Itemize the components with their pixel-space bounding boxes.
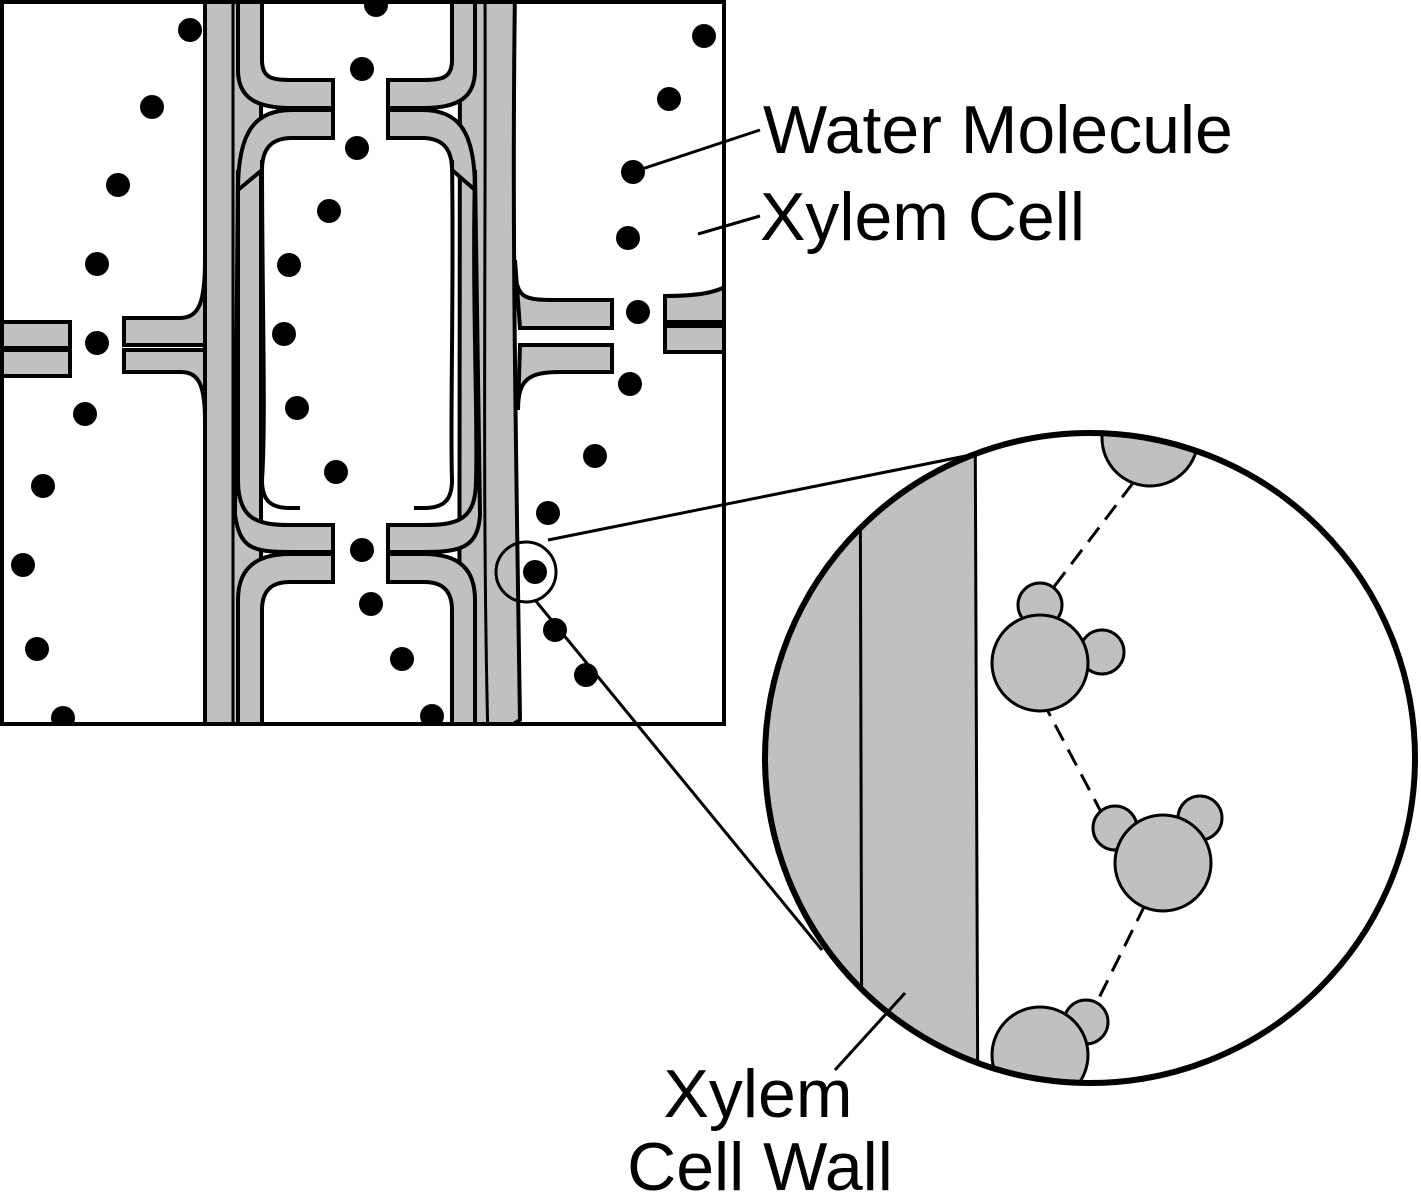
hydrogen-bond-3 [1091,904,1147,1011]
pit-pair-left [2,259,207,421]
label-water-molecule: Water Molecule [763,92,1233,168]
water-molecule-3 [1091,794,1224,913]
magnified-view-border [762,430,1418,1086]
label-xylem-cell-wall-line1: Xylem [664,1056,853,1132]
pit-pair-right [513,259,724,411]
xylem-cell-leader [697,214,761,236]
water-molecule-dots [11,2,716,724]
xylem-tissue-panel [2,2,724,724]
xylem-cell-wall-leader [833,991,907,1072]
magnified-view [762,430,1418,1086]
hydrogen-bond-2 [1040,699,1102,811]
magnify-focus-circle [494,540,558,604]
label-xylem-cell-wall-line2: Cell Wall [627,1129,893,1200]
magnified-cell-wall [765,433,978,1083]
water-molecule-2 [990,581,1126,713]
pit-pair-bottom [236,552,477,724]
hydrogen-bond-1 [1048,482,1135,593]
water-molecule-leader [632,128,761,174]
magnify-line-bottom [533,599,824,951]
tissue-panel-border [0,0,726,726]
label-xylem-cell: Xylem Cell [760,179,1085,255]
